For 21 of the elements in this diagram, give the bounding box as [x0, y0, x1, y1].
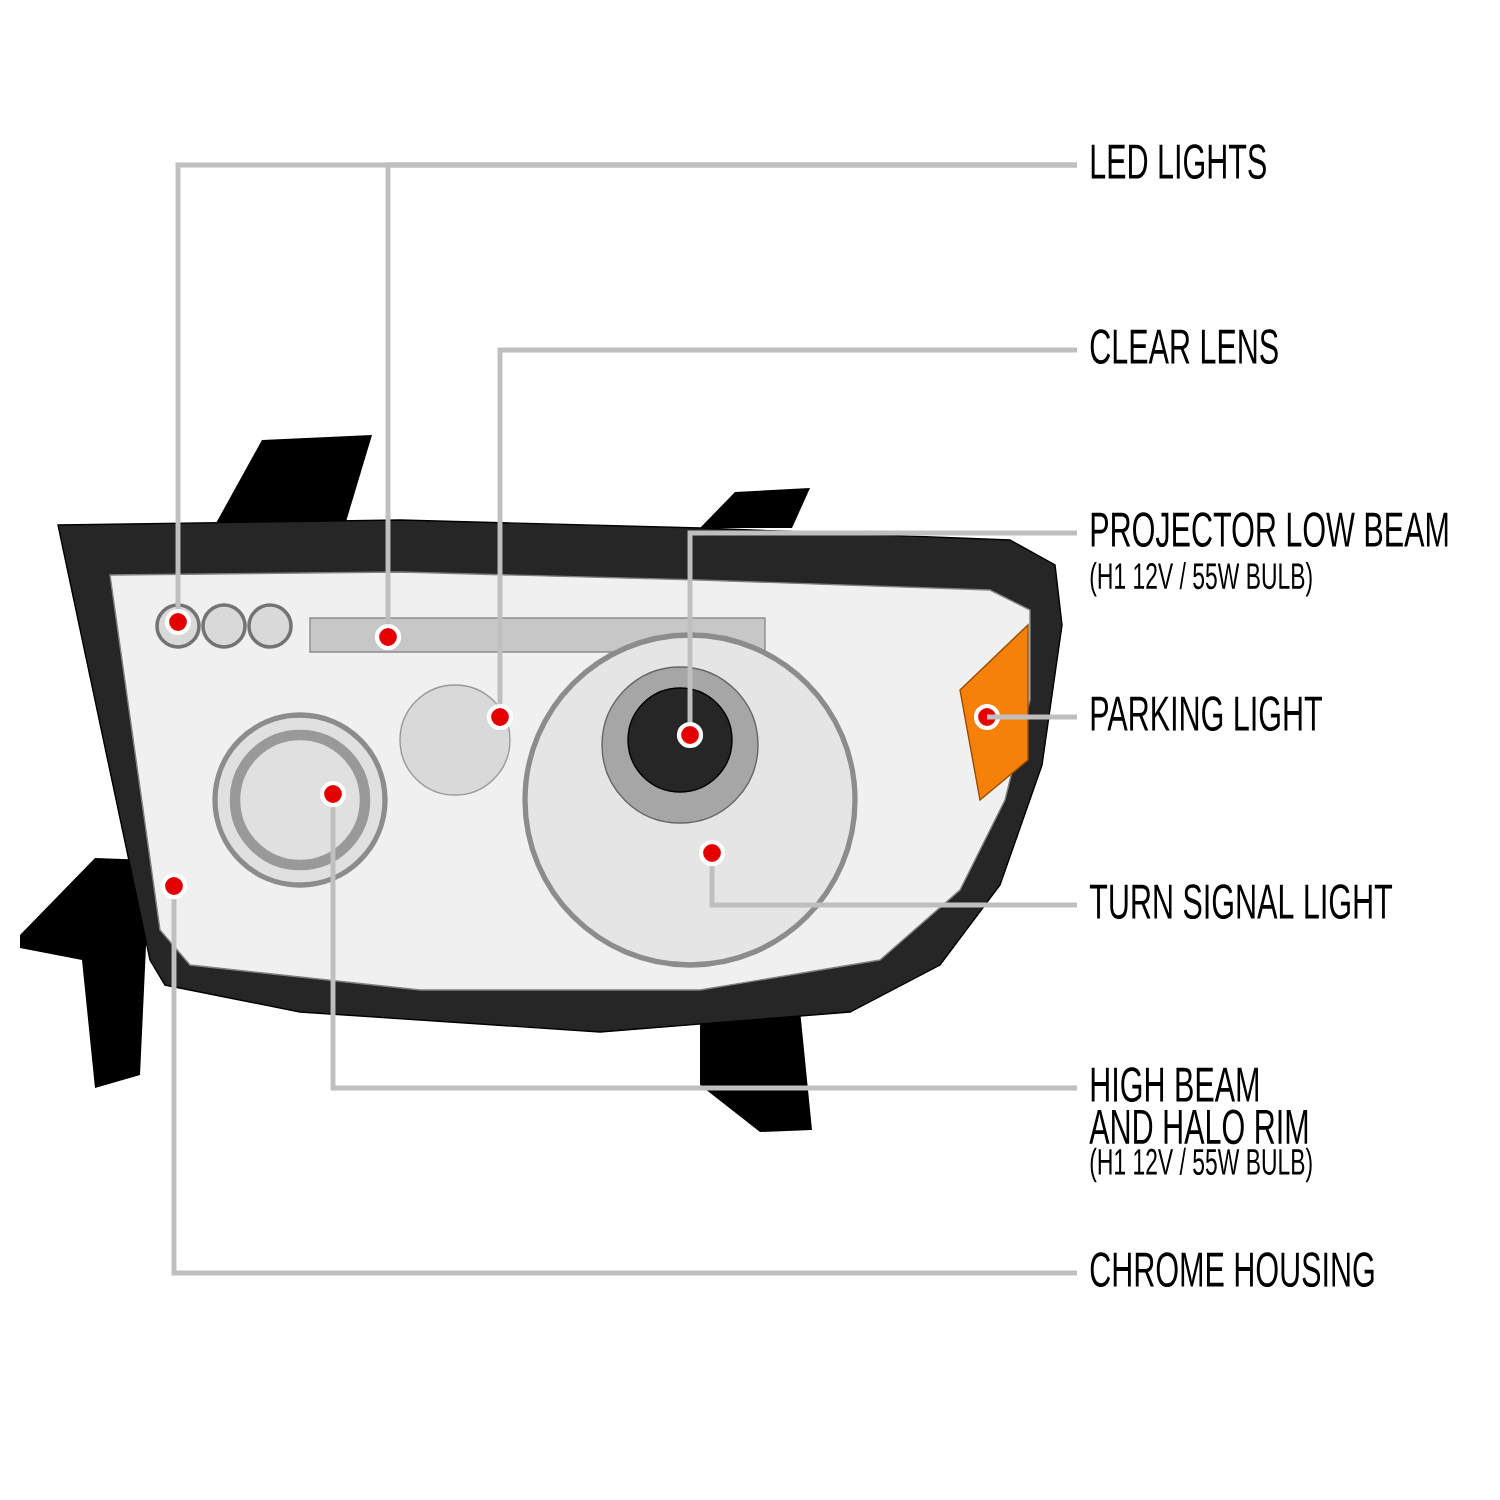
callout-label: CHROME HOUSING: [1090, 1252, 1374, 1288]
callout-dot: [973, 703, 1001, 731]
leader-line: [171, 899, 1077, 1276]
leader-line: [687, 530, 1077, 722]
callout-dot: [676, 721, 704, 749]
callout-label: HIGH BEAM AND HALO RIM (H1 12V / 55W BULB): [1089, 1067, 1312, 1183]
callout-label: PARKING LIGHT: [1091, 696, 1322, 732]
callout-dot: [164, 608, 192, 636]
leader-line: [497, 347, 1077, 704]
callout-label: PROJECTOR LOW BEAM (H1 12V / 55W BULB): [1090, 512, 1448, 597]
callout-dot: [698, 839, 726, 867]
callout-label: CLEAR LENS: [1090, 329, 1278, 365]
leader-line: [330, 807, 1077, 1091]
leader-line: [709, 866, 1077, 908]
callout-dot: [486, 703, 514, 731]
callout-dot: [160, 872, 188, 900]
callout-label: LED LIGHTS: [1091, 144, 1266, 180]
leader-line: [385, 162, 1077, 624]
callout-dot: [319, 780, 347, 808]
callout-label: TURN SIGNAL LIGHT: [1089, 884, 1393, 920]
callout-dot: [374, 623, 402, 651]
